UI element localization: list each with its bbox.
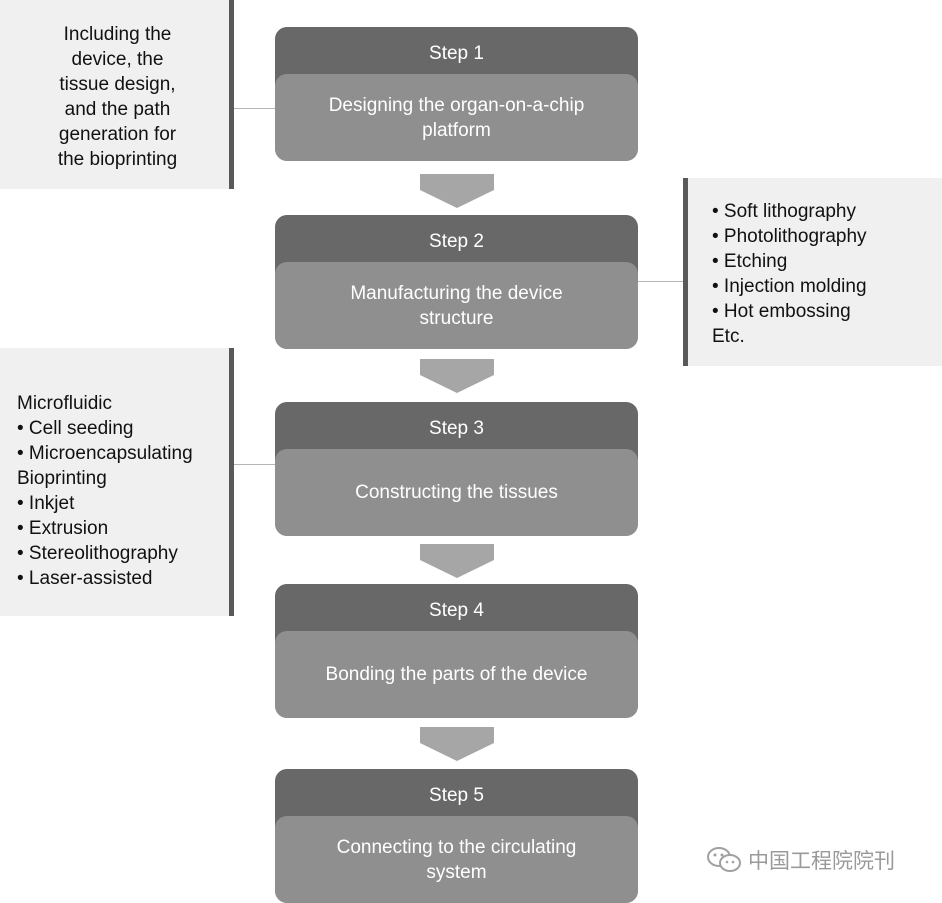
manufacturing-note: • Soft lithography • Photolithography • … [683,178,942,366]
list-item: • Soft lithography [712,201,856,222]
list-item: • Inkjet [17,493,75,514]
step-5-body: Connecting to the circulating system [275,816,638,903]
step-3-box: Step 3 Constructing the tissues [275,402,638,536]
step-1-box: Step 1 Designing the organ-on-a-chip pla… [275,27,638,161]
step-2-text: Manufacturing the device structure [350,282,563,329]
down-arrow-icon [420,544,494,578]
step-1-text: Designing the organ-on-a-chip platform [328,94,585,141]
list-item: • Photolithography [712,226,867,247]
tissues-list: Microfluidic • Cell seeding • Microencap… [17,391,229,591]
step-4-body: Bonding the parts of the device [275,631,638,718]
list-item: • Hot embossing [712,301,851,322]
step-2-label: Step 2 [429,231,484,252]
tissues-note-connector [234,464,275,465]
down-arrow-icon [420,174,494,208]
step-3-text: Constructing the tissues [355,482,558,503]
step-4-label: Step 4 [429,600,484,621]
list-item: • Stereolithography [17,543,178,564]
list-item: • Injection molding [712,276,867,297]
step-1-body: Designing the organ-on-a-chip platform [275,74,638,161]
list-item: • Extrusion [17,518,109,539]
manufacturing-list: • Soft lithography • Photolithography • … [712,199,942,349]
watermark-text: 中国工程院院刊 [748,849,895,873]
step-3-label: Step 3 [429,418,484,439]
step-4-box: Step 4 Bonding the parts of the device [275,584,638,718]
list-item: • Cell seeding [17,418,134,439]
step-5-text: Connecting to the circulating system [336,836,577,883]
watermark: 中国工程院院刊 [706,845,895,875]
step-1-label: Step 1 [429,43,484,64]
list-item: Bioprinting [17,468,107,489]
list-item: Microfluidic [17,393,113,414]
wechat-icon [707,847,741,872]
design-note-text: Including the device, the tissue design,… [57,24,178,170]
tissues-note: Microfluidic • Cell seeding • Microencap… [0,348,234,616]
step-3-body: Constructing the tissues [275,449,638,536]
list-item: • Laser-assisted [17,568,153,589]
step-2-box: Step 2 Manufacturing the device structur… [275,215,638,349]
down-arrow-icon [420,359,494,393]
design-note: Including the device, the tissue design,… [0,0,234,189]
list-item: Etc. [712,326,745,347]
list-item: • Etching [712,251,788,272]
step-5-box: Step 5 Connecting to the circulating sys… [275,769,638,903]
down-arrow-icon [420,727,494,761]
list-item: • Microencapsulating [17,443,193,464]
step-4-text: Bonding the parts of the device [325,664,588,685]
step-2-body: Manufacturing the device structure [275,262,638,349]
design-note-connector [234,108,275,109]
manufacturing-note-connector [638,281,683,282]
step-5-label: Step 5 [429,785,484,806]
